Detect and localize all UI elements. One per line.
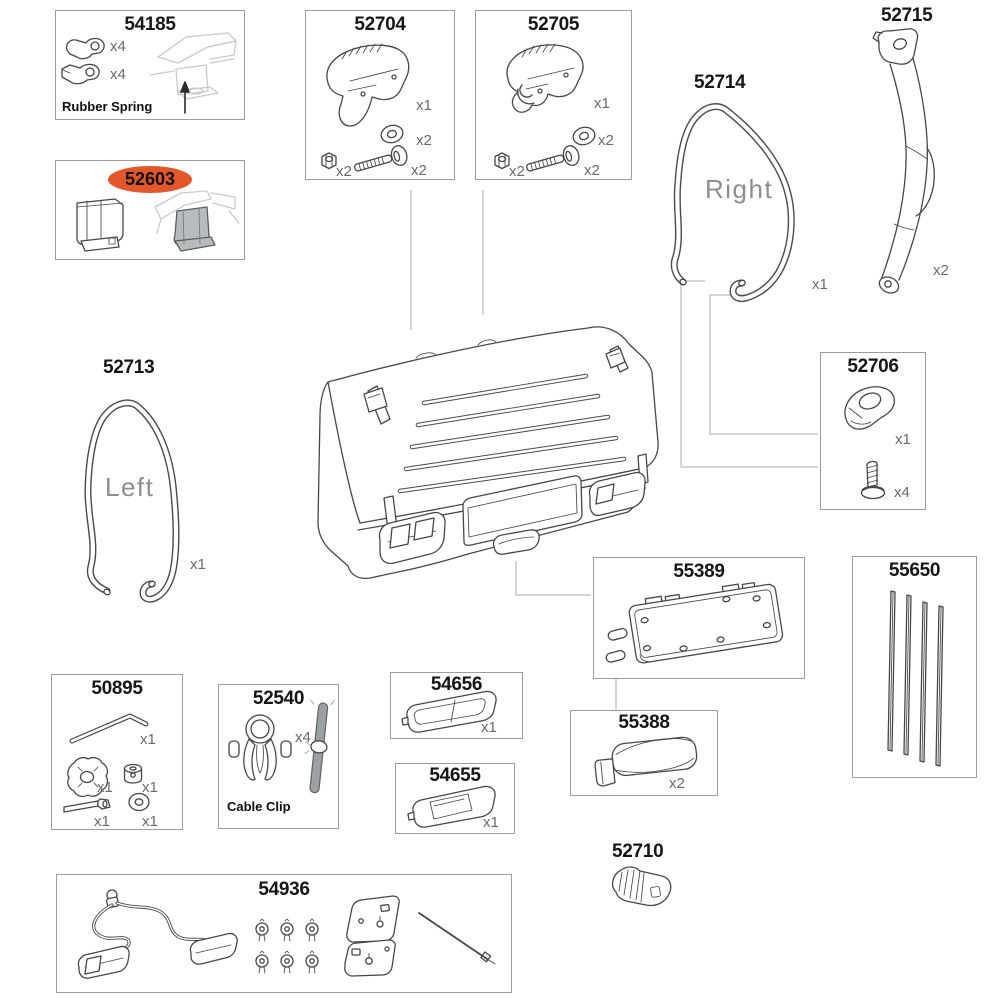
qty-label: x2	[411, 162, 427, 179]
part-caption: Cable Clip	[227, 799, 291, 814]
bracket-cup-drawing	[76, 198, 124, 252]
part-number: 52710	[612, 841, 664, 862]
part-box-52540[interactable]: 52540 x4 Cable Clip	[218, 684, 339, 829]
part-number: 52713	[103, 357, 155, 378]
part-box-55650[interactable]: 55650	[852, 556, 977, 778]
cargo-box-drawing	[317, 326, 659, 580]
bracket-installed-sketch	[154, 190, 240, 252]
screw-drawing	[860, 460, 886, 500]
part-caption: Rubber Spring	[62, 99, 153, 114]
selected-part-badge: 52603	[108, 166, 192, 193]
wiring-kit-drawing	[77, 889, 496, 979]
part-number: 55650	[888, 560, 941, 581]
part-box-54656[interactable]: 54656 x1	[390, 672, 523, 739]
qty-label: x2	[336, 163, 352, 180]
qty-label: x1	[142, 779, 158, 796]
part-number: 52714	[694, 72, 746, 93]
part-number: 54936	[258, 879, 310, 900]
qty-label: x2	[416, 132, 432, 149]
bolt-drawing	[354, 145, 408, 172]
part-box-55389[interactable]: 55389	[593, 557, 805, 679]
bolt-drawing	[526, 145, 580, 172]
part-number: 54185	[124, 14, 176, 35]
knob-drawing	[67, 756, 109, 798]
nut-drawing	[494, 152, 510, 170]
rubber-spring-lever-drawing	[65, 37, 105, 60]
qty-label: x1	[812, 276, 828, 293]
qty-label: x1	[594, 95, 610, 112]
qty-label: x2	[598, 132, 614, 149]
qty-label: x1	[483, 814, 499, 831]
qty-label: x2	[509, 163, 525, 180]
qty-label: x2	[933, 262, 949, 279]
part-number: 55389	[673, 561, 725, 582]
part-box-50895[interactable]: 50895 x1 x1 x1 x1 x1	[51, 674, 183, 830]
part-box-52705[interactable]: 52705 x1 x2 x2 x2	[475, 10, 632, 180]
qty-label: x4	[295, 729, 311, 746]
qty-label: x1	[94, 813, 110, 830]
left-frame-drawing	[84, 399, 180, 603]
part-number: 52705	[527, 14, 580, 35]
part-number: 54656	[430, 674, 483, 695]
washer-drawing	[380, 124, 404, 144]
nut-drawing	[321, 152, 337, 170]
bolt-drawing	[63, 798, 111, 813]
corner-bracket-drawing	[844, 386, 896, 430]
spacer-drawing	[123, 763, 143, 784]
lamp-housing-drawing	[407, 785, 496, 828]
lamp-housing-drawing	[401, 690, 497, 733]
part-number: 52704	[354, 14, 406, 35]
part-box-52704[interactable]: 52704 x1 x2 x2 x2	[305, 10, 455, 180]
housing-drawing	[326, 43, 410, 127]
qty-label: x1	[190, 556, 206, 573]
part-box-54185[interactable]: 54185 x4 x4 Rubber Spring	[55, 10, 245, 120]
trim-strips-drawing	[887, 590, 944, 767]
part-number: 52603	[124, 169, 176, 189]
housing-drawing	[506, 43, 584, 113]
part-box-55388[interactable]: 55388 x2	[570, 710, 718, 796]
part-box-54655[interactable]: 54655 x1	[395, 763, 515, 834]
part-box-52706[interactable]: 52706 x1 x4	[820, 352, 926, 510]
cover-cap-drawing	[594, 736, 698, 787]
clip-glyphs	[255, 918, 319, 974]
qty-label: x4	[894, 484, 910, 501]
part-number: 52715	[881, 5, 933, 26]
part-number: 54655	[429, 765, 481, 786]
cable-clip-drawing	[228, 714, 292, 781]
washer-drawing	[128, 792, 150, 812]
qty-label: x4	[110, 38, 126, 55]
part-number: 55388	[618, 712, 670, 733]
part-box-52603[interactable]: 52603	[55, 160, 245, 260]
qty-label: x1	[97, 779, 113, 796]
mount-assembly-sketch	[149, 32, 237, 114]
qty-label: x1	[140, 731, 156, 748]
side-label: Right	[705, 174, 774, 204]
side-label: Left	[105, 472, 155, 502]
part-number: 52540	[252, 688, 305, 709]
part-number: 50895	[91, 678, 143, 699]
plate-holder-drawing	[605, 581, 784, 664]
rubber-spring-lever-drawing	[61, 63, 100, 85]
hex-key-drawing	[69, 713, 149, 744]
qty-label: x2	[584, 162, 600, 179]
part-box-54936[interactable]: 54936	[56, 874, 512, 993]
qty-label: x4	[110, 66, 126, 83]
knob-part-drawing	[611, 866, 672, 907]
right-frame-drawing	[670, 103, 795, 303]
part-number: 52706	[847, 356, 899, 377]
qty-label: x1	[416, 97, 432, 114]
washer-drawing	[572, 126, 596, 146]
qty-label: x2	[669, 775, 685, 792]
qty-label: x1	[895, 431, 911, 448]
cable-drawing	[304, 699, 335, 794]
qty-label: x1	[481, 719, 497, 736]
strap-drawing	[872, 28, 935, 294]
qty-label: x1	[142, 813, 158, 830]
